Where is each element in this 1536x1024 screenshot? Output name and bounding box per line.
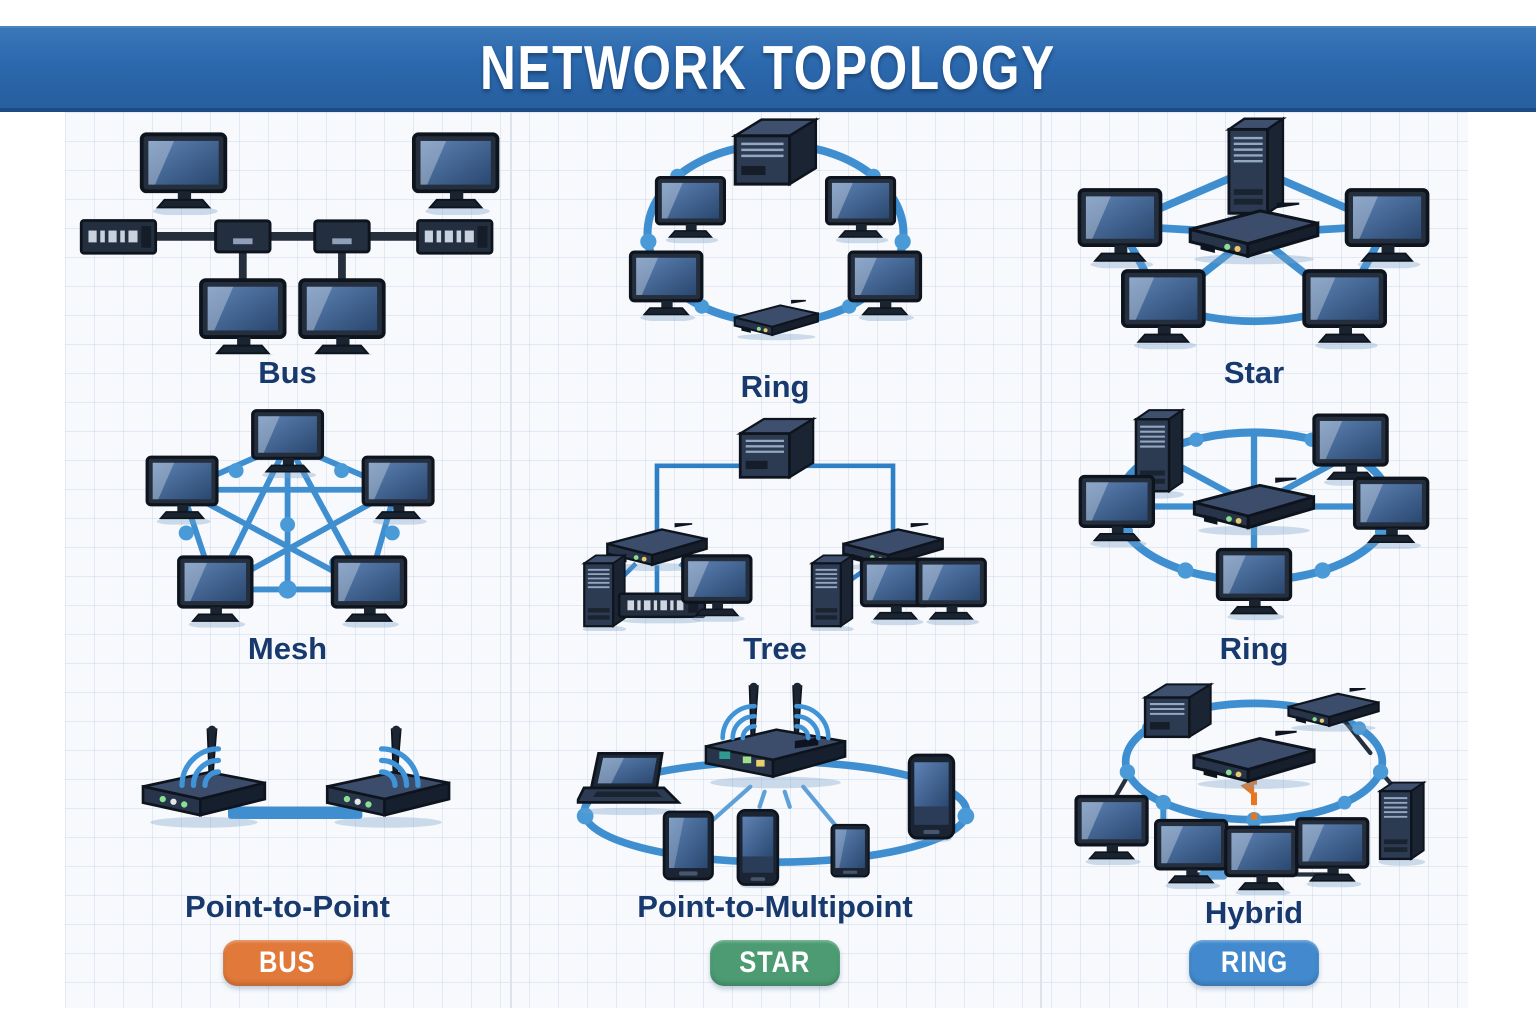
topology-label: Tree: [743, 631, 807, 666]
point-to-point-diagram: [141, 724, 450, 830]
cell-ring-mid: Ring: [1040, 400, 1468, 676]
badge-star: STAR: [710, 940, 840, 986]
header-bar: NETWORK TOPOLOGY: [0, 26, 1536, 112]
monitor-icon: [361, 455, 435, 525]
cell-point-to-point: Point-to-Point: [65, 676, 510, 934]
badge-cell-star: STAR: [510, 934, 1040, 1008]
topology-label: Hybrid: [1204, 895, 1304, 930]
cell-bus: Bus: [65, 112, 510, 400]
network-switch-icon: [1192, 730, 1316, 789]
topology-label: Ring: [740, 369, 810, 404]
monitor-icon: [1344, 188, 1430, 269]
server-tower-icon: [809, 554, 855, 631]
monitor-icon: [915, 557, 987, 626]
badge-cell-ring: RING: [1040, 934, 1468, 1008]
monitor-icon: [139, 132, 227, 216]
monitor-icon: [824, 175, 896, 244]
cell-star: Star: [1040, 112, 1468, 400]
wireless-router-icon: [704, 681, 846, 789]
cell-point-to-multipoint: Point-to-Multipoint: [510, 676, 1040, 934]
tablet-icon: [829, 823, 870, 879]
monitor-icon: [1224, 825, 1299, 895]
badge-bus: BUS: [222, 940, 353, 986]
server-tower-icon: [1377, 781, 1427, 866]
column-divider: [510, 112, 512, 1008]
bus-terminator-icon: [79, 219, 157, 255]
topology-label: Bus: [258, 355, 317, 390]
monitor-icon: [176, 555, 254, 628]
topology-label: Point-to-Point: [185, 889, 390, 924]
smartphone-icon: [907, 753, 955, 843]
column-divider: [1040, 112, 1042, 1008]
monitor-icon: [411, 132, 499, 216]
monitor-icon: [330, 555, 407, 628]
monitor-icon: [1302, 269, 1387, 350]
monitor-icon: [1078, 474, 1156, 548]
monitor-icon: [847, 250, 922, 321]
tree-topology-diagram: [581, 417, 987, 631]
monitor-icon: [1352, 476, 1430, 549]
cell-ring-top: Ring: [510, 112, 1040, 402]
bus-topology-diagram: [79, 132, 499, 355]
server-box-icon: [738, 417, 815, 479]
network-switch-icon: [1287, 687, 1380, 732]
server-tower-icon: [1225, 117, 1287, 222]
topology-label: Star: [1223, 355, 1285, 390]
monitor-icon: [250, 409, 324, 479]
monitor-icon: [1295, 817, 1370, 888]
ring-topology-diagram: [1078, 408, 1430, 621]
laptop-icon: [576, 751, 680, 816]
badge-ring: RING: [1189, 940, 1319, 986]
page-title: NETWORK TOPOLOGY: [480, 33, 1056, 103]
mesh-topology-diagram: [145, 409, 435, 628]
monitor-icon: [145, 455, 219, 525]
tablet-icon: [662, 810, 714, 883]
monitor-icon: [198, 278, 287, 355]
monitor-icon: [628, 250, 703, 321]
bus-terminator-icon: [415, 219, 493, 255]
topology-label: Mesh: [247, 631, 328, 666]
topology-grid-panel: Bus Ring: [65, 112, 1468, 1008]
badge-cell-bus: BUS: [65, 934, 510, 1008]
cell-mesh: Mesh: [65, 400, 510, 676]
monitor-icon: [1074, 794, 1149, 866]
monitor-icon: [1077, 188, 1163, 269]
topology-label: Ring: [1219, 631, 1289, 666]
smartphone-icon: [736, 808, 779, 889]
monitor-icon: [297, 278, 386, 355]
hybrid-topology-diagram: [1074, 683, 1427, 895]
cell-hybrid: Hybrid: [1040, 676, 1468, 934]
server-box-icon: [1143, 683, 1212, 739]
point-to-multipoint-diagram: [576, 681, 974, 889]
cell-tree: Tree: [510, 400, 1040, 676]
monitor-icon: [654, 175, 726, 244]
topology-label: Point-to-Multipoint: [637, 889, 913, 924]
network-switch-icon: [733, 299, 819, 341]
star-topology-diagram: [1077, 117, 1430, 350]
monitor-icon: [1215, 547, 1293, 621]
ring-topology-diagram: [628, 118, 922, 341]
monitor-icon: [1121, 269, 1206, 350]
server-box-icon: [733, 118, 817, 186]
